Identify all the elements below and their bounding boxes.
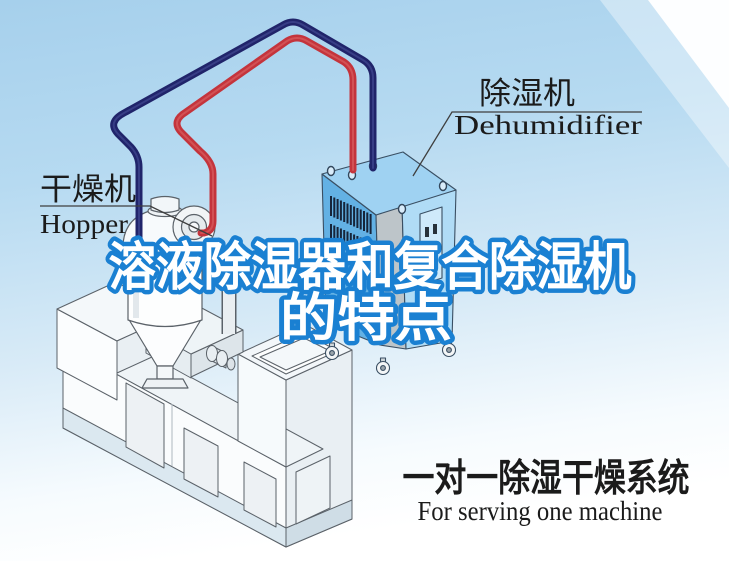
machine-window: [183, 427, 219, 498]
hopper-neck: [156, 365, 174, 380]
main-title-line2: 的特点: [280, 290, 452, 348]
dome-cap: [150, 195, 180, 214]
hopper-mount: [141, 378, 189, 389]
hopper-label-zh: 干燥机: [40, 172, 136, 207]
machine-base-strip-right: [285, 499, 353, 548]
hopper-leader-line: [40, 205, 213, 237]
callout-lines: [40, 111, 642, 237]
hopper-label-en: Hopper: [40, 209, 128, 239]
vent-slats: [330, 196, 372, 262]
caption-en: For serving one machine: [418, 496, 663, 526]
connector-panel: [419, 206, 443, 286]
text-layer: 除湿机 Dehumidifier 干燥机 Hopper 一对一除湿干燥系统 Fo…: [40, 76, 690, 526]
machine-window: [125, 382, 165, 469]
dehumidifier-leader-line: [412, 111, 642, 177]
machine-window: [243, 461, 277, 528]
dehumidifier-label-en: Dehumidifier: [454, 110, 642, 140]
caption-zh: 一对一除湿干燥系统: [403, 457, 690, 500]
air-pipes: [110, 18, 377, 248]
machine-window: [295, 455, 331, 525]
main-title-line1: 溶液除湿器和复合除湿机: [109, 239, 632, 297]
hopper-dryer: [122, 195, 237, 389]
dehumidifier-label-zh: 除湿机: [479, 76, 575, 111]
hopper-body: [127, 239, 203, 328]
corner-swoosh: [600, 0, 729, 168]
screw-coupler: [206, 345, 236, 371]
caster-wheels: [324, 339, 457, 376]
lifting-eyelets: [326, 160, 448, 215]
